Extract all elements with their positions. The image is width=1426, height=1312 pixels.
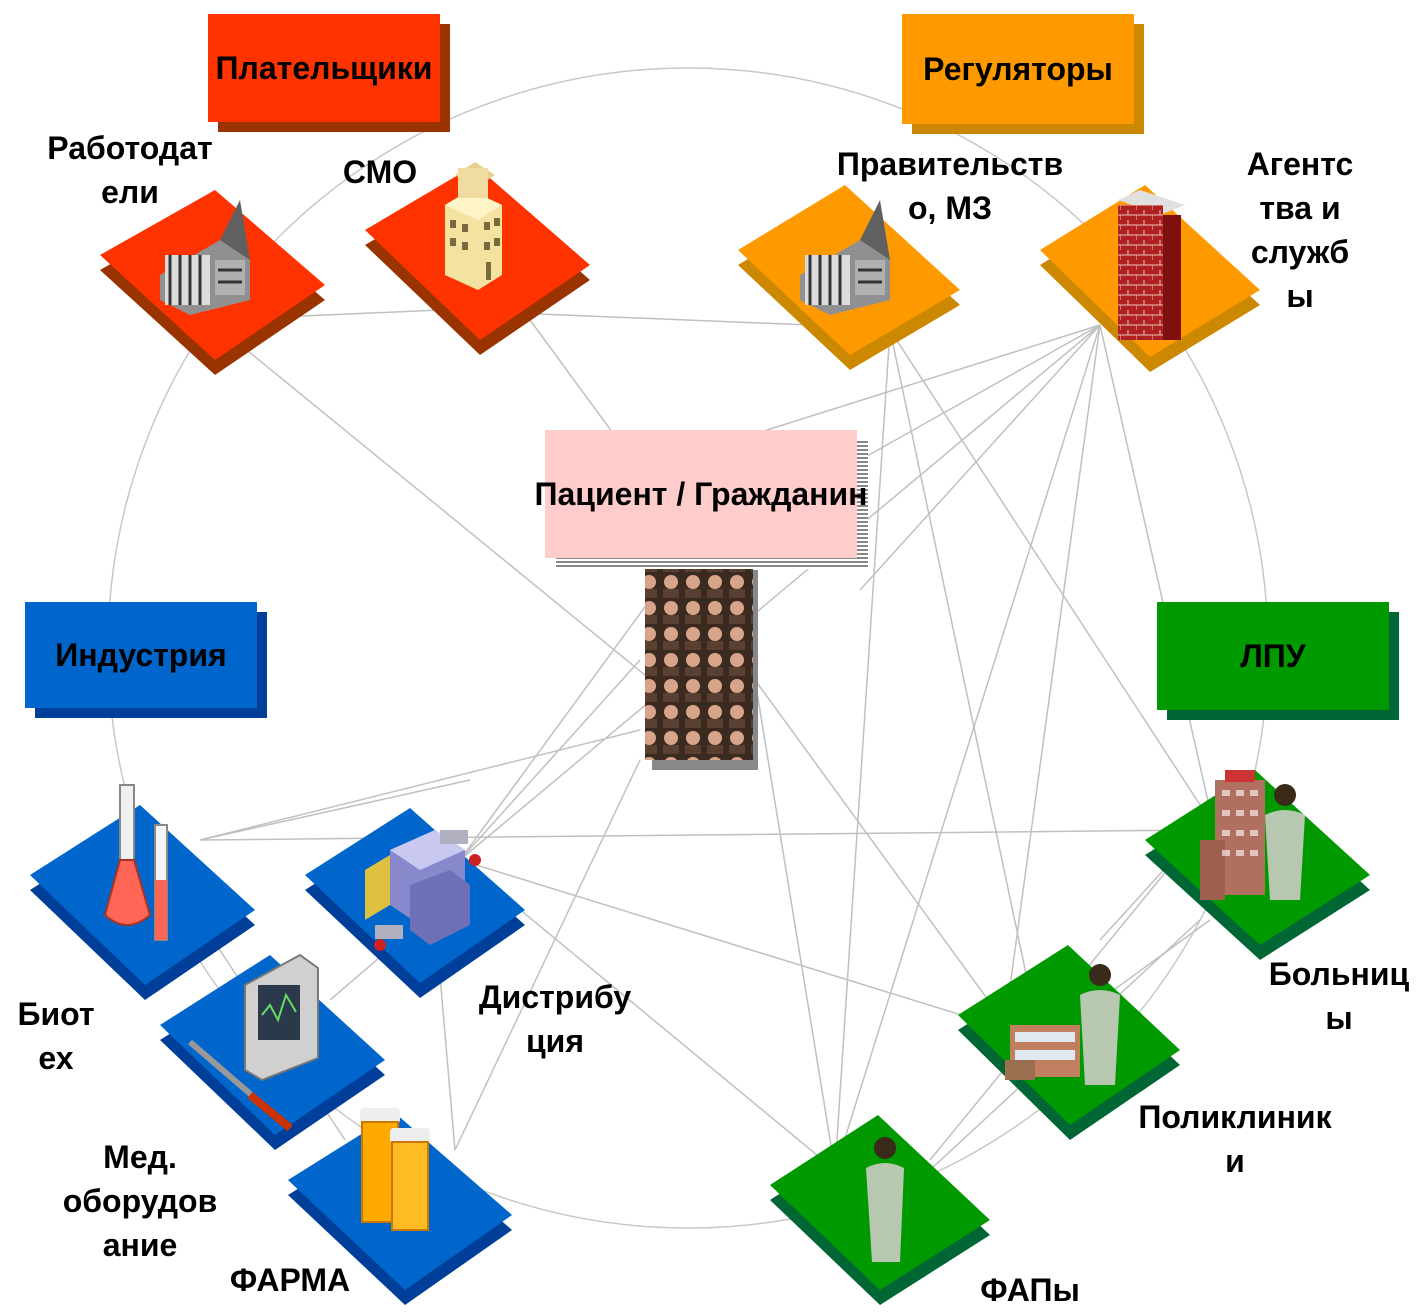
crowd-photo bbox=[645, 563, 758, 770]
regulators-label: Регуляторы bbox=[923, 50, 1113, 87]
employers-label: Работодат ели bbox=[47, 130, 213, 210]
hospital-building-icon bbox=[1200, 770, 1265, 900]
regulators-header: Регуляторы bbox=[902, 14, 1134, 124]
polyclinics-label: Поликлиник и bbox=[1138, 1099, 1332, 1179]
government-building-icon bbox=[800, 200, 890, 315]
doctor-icon bbox=[1265, 784, 1305, 900]
center-label: Пациент / Гражданин bbox=[534, 475, 868, 512]
machine-icon bbox=[365, 830, 481, 951]
pharma-label: ФАРМА bbox=[229, 1262, 351, 1298]
biotech-label: Биот ех bbox=[17, 996, 95, 1076]
agencies-label: Агентс тва и служб ы bbox=[1246, 146, 1354, 314]
hospitals-label: Больниц ы bbox=[1268, 956, 1410, 1036]
distribution-label: Дистрибу ция bbox=[478, 979, 632, 1059]
doctor-icon bbox=[1080, 964, 1120, 1085]
center-header: Пациент / Гражданин bbox=[535, 430, 868, 558]
pill-bottle-icon bbox=[360, 1108, 430, 1231]
office-building-icon bbox=[160, 200, 250, 315]
doctor-icon bbox=[866, 1137, 904, 1262]
government-label: Правительств о, МЗ bbox=[836, 146, 1064, 226]
flask-icon bbox=[103, 784, 168, 941]
providers-label: ЛПУ bbox=[1240, 637, 1306, 674]
brick-wall-icon bbox=[1118, 190, 1185, 340]
syringe-icon bbox=[188, 1039, 293, 1132]
providers-header: ЛПУ bbox=[1157, 602, 1389, 710]
monitor-icon bbox=[244, 953, 319, 1082]
faps-label: ФАПы bbox=[980, 1272, 1080, 1308]
tower-building-icon bbox=[445, 162, 502, 290]
payers-label: Плательщики bbox=[215, 49, 433, 86]
payers-header: Плательщики bbox=[208, 14, 440, 122]
medequipment-label: Мед. оборудов ание bbox=[62, 1139, 218, 1263]
industry-label: Индустрия bbox=[55, 636, 227, 673]
clinic-building-icon bbox=[1005, 1025, 1080, 1080]
smo-label: СМО bbox=[342, 154, 418, 190]
industry-header: Индустрия bbox=[25, 602, 257, 708]
